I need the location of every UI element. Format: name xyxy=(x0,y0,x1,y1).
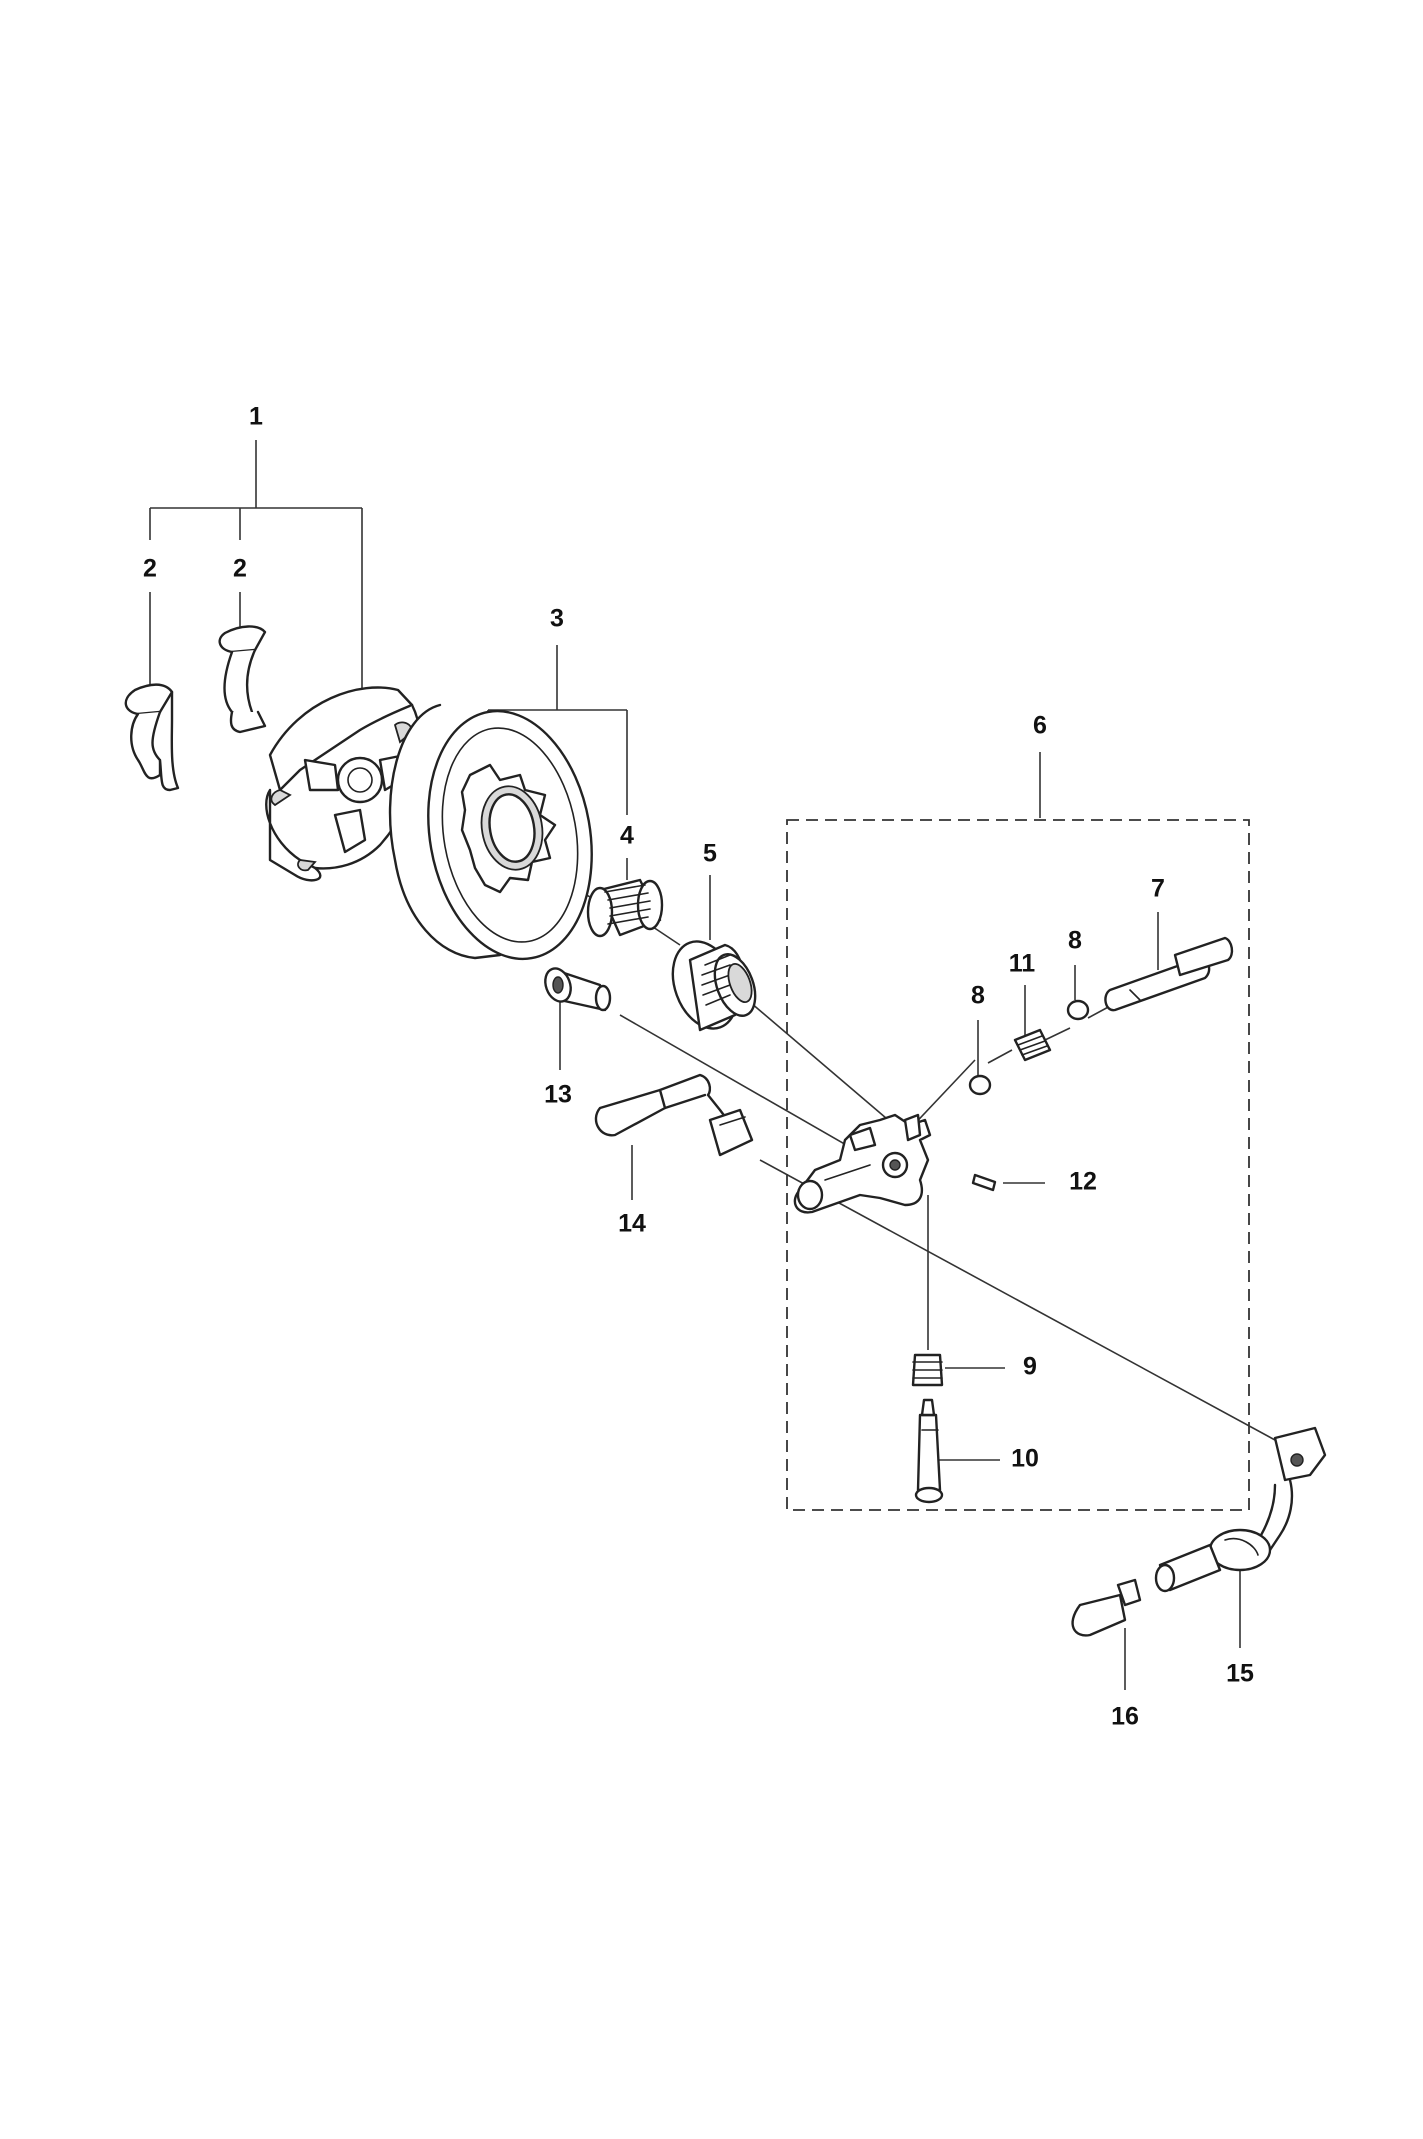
callout-9: 9 xyxy=(1023,1353,1037,1381)
callout-14: 14 xyxy=(618,1210,646,1238)
callout-2b: 2 xyxy=(233,555,247,583)
o-ring-a xyxy=(968,1074,992,1096)
callout-12: 12 xyxy=(1069,1168,1097,1196)
oil-pump-drive-gear xyxy=(671,940,757,1032)
suction-hose xyxy=(1154,1426,1327,1593)
oil-filter xyxy=(1071,1578,1142,1637)
adjusting-screw xyxy=(914,1398,944,1504)
callout-8b: 8 xyxy=(1068,927,1082,955)
spring-small xyxy=(1013,1028,1052,1062)
callout-5: 5 xyxy=(703,840,717,868)
callout-6: 6 xyxy=(1033,712,1047,740)
callout-1: 1 xyxy=(249,403,263,431)
callout-16: 16 xyxy=(1111,1703,1139,1731)
kit-6-boundary xyxy=(786,819,1250,1511)
clutch-spring-right xyxy=(218,625,267,734)
screw xyxy=(544,967,612,1012)
callout-3: 3 xyxy=(550,605,564,633)
callout-labels: 1 2 2 3 4 5 6 7 8 8 9 10 11 12 13 14 15 … xyxy=(143,403,1254,1731)
clutch-spring-left xyxy=(124,683,180,792)
clutch-drum xyxy=(388,703,593,961)
leader-lines xyxy=(149,440,1276,1690)
callout-2a: 2 xyxy=(143,555,157,583)
callout-7: 7 xyxy=(1151,875,1165,903)
callout-4: 4 xyxy=(620,822,634,850)
callout-13: 13 xyxy=(544,1081,572,1109)
parts xyxy=(124,625,1327,1637)
callout-15: 15 xyxy=(1226,1660,1254,1688)
o-ring-b xyxy=(1066,999,1090,1021)
callout-11: 11 xyxy=(1009,950,1036,978)
pump-piston xyxy=(1104,936,1234,1012)
oil-pipe xyxy=(594,1073,754,1157)
spring-lower xyxy=(911,1353,944,1387)
needle-bearing xyxy=(586,878,664,938)
pin xyxy=(971,1173,997,1192)
callout-8a: 8 xyxy=(971,982,985,1010)
oil-pump-body xyxy=(793,1113,932,1214)
callout-10: 10 xyxy=(1011,1445,1039,1473)
